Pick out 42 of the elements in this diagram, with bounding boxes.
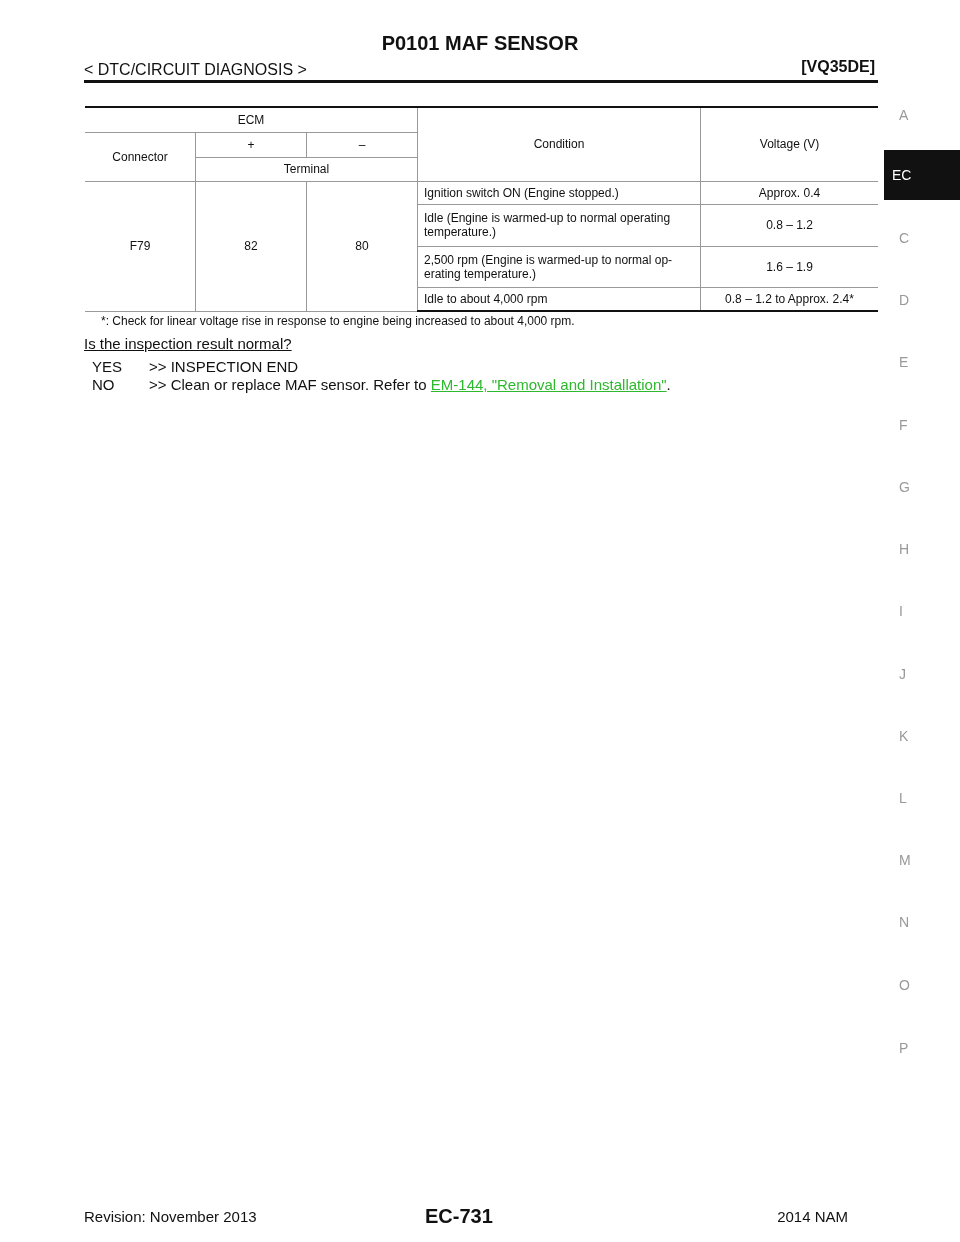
revision-date: Revision: November 2013 xyxy=(84,1208,257,1225)
table-cell: 82 xyxy=(195,181,307,311)
table-cell: F79 xyxy=(85,181,196,311)
table-header: Condition xyxy=(417,107,701,181)
section-tab-letter: I xyxy=(899,603,903,619)
table-cell: 2,500 rpm (Engine is warmed-up to normal op- erating temperature.) xyxy=(417,246,701,287)
page-title: P0101 MAF SENSOR xyxy=(380,32,580,55)
table-header: + xyxy=(195,132,307,157)
answer-label: NO xyxy=(92,376,115,393)
footnote: *: Check for linear voltage rise in response to engine being increased to about 4,000 rpm. xyxy=(101,314,575,328)
section-tab-letter: C xyxy=(899,230,910,246)
reference-link: EM-144, "Removal and Installation" xyxy=(430,376,667,393)
section-header: < DTC/CIRCUIT DIAGNOSIS > xyxy=(84,61,307,79)
section-tab-letter: J xyxy=(899,666,906,682)
engine-code: [VQ35DE] xyxy=(801,58,875,76)
section-tab-letter: G xyxy=(899,479,910,495)
section-tab-letter: N xyxy=(899,914,910,930)
section-tab-letter: P xyxy=(899,1040,909,1056)
table-cell: 80 xyxy=(306,181,418,311)
answer-text: >> INSPECTION END xyxy=(149,358,299,375)
answer-label: YES xyxy=(92,358,122,375)
table-header: Connector xyxy=(85,132,196,181)
section-tab-letter: O xyxy=(899,977,910,993)
section-tab-letter: E xyxy=(899,354,909,370)
section-tab-letter: H xyxy=(899,541,910,557)
table-cell: Idle to about 4,000 rpm xyxy=(417,287,701,311)
section-tab-letter: D xyxy=(899,292,910,308)
answer-text: >> Clean or replace MAF sensor. Refer to EM-144, "Removal and Installation". xyxy=(149,376,671,393)
section-tab: EC xyxy=(884,150,960,200)
table-header: ECM xyxy=(85,107,418,132)
section-tab-letter: F xyxy=(899,417,908,433)
section-tab-letter: L xyxy=(899,790,907,806)
page-number: EC-731 xyxy=(425,1205,493,1228)
model-year: 2014 NAM xyxy=(777,1208,848,1225)
table-cell: Idle (Engine is warmed-up to normal operating temperature.) xyxy=(417,204,701,246)
table-header: Terminal xyxy=(195,157,418,181)
section-tab-letter: M xyxy=(899,852,911,868)
question-heading: Is the inspection result normal? xyxy=(84,335,292,352)
section-tab-letter: A xyxy=(899,107,909,123)
section-tab-letter: K xyxy=(899,728,909,744)
table-header: Voltage (V) xyxy=(700,107,878,181)
table-cell: Ignition switch ON (Engine stopped.) xyxy=(417,181,701,204)
